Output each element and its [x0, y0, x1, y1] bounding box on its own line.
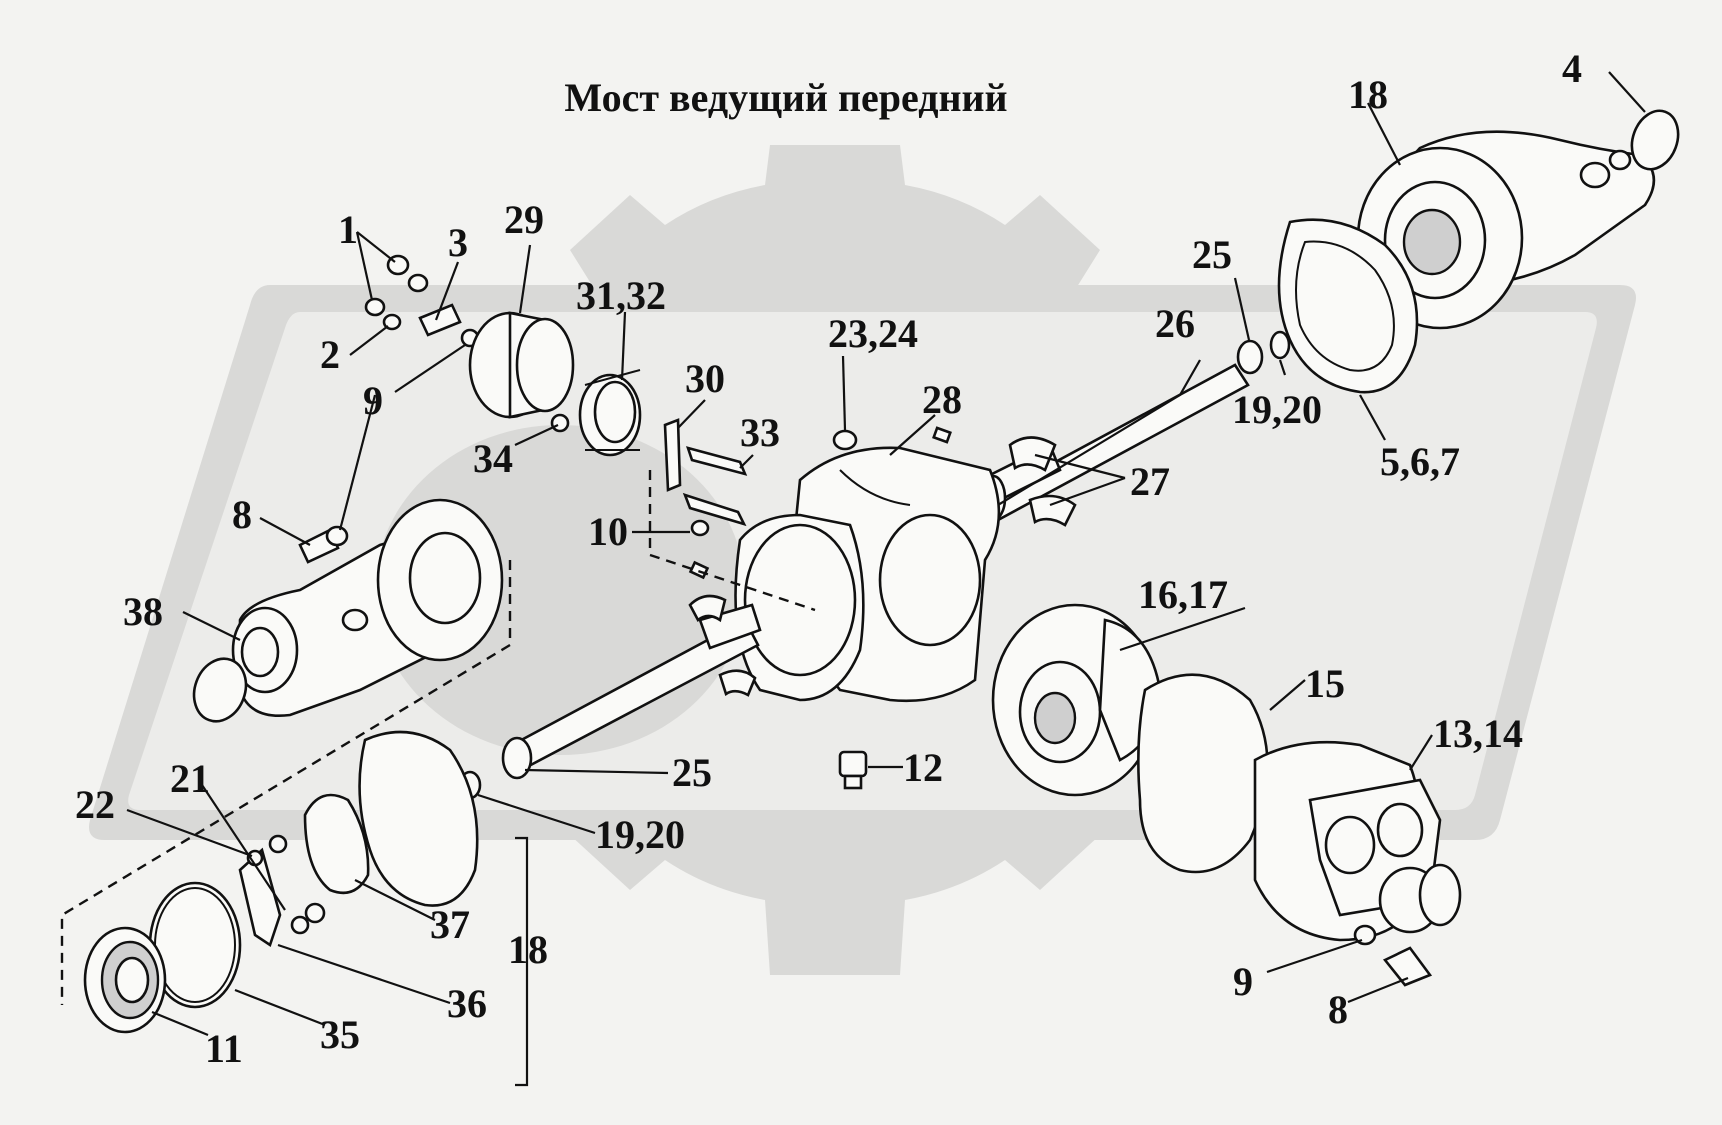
part-bolts-33 — [682, 446, 748, 580]
assembly-dashed-lines — [60, 470, 816, 1005]
part-o-ring-left — [192, 657, 248, 723]
part-plug-23-24 — [832, 426, 952, 451]
callout-37: 37 — [430, 902, 470, 947]
part-left-axle-housing — [231, 498, 504, 717]
callout-23-24: 23,24 — [828, 311, 918, 356]
callout-9-right: 9 — [1233, 959, 1253, 1004]
leader-lines — [126, 71, 1646, 1037]
part-rings-25-19-20 — [1236, 330, 1291, 375]
callout-1: 1 — [338, 207, 358, 252]
part-ring-31-32 — [578, 369, 642, 457]
callout-29: 29 — [504, 197, 544, 242]
part-bolt-21 — [268, 834, 326, 935]
callout-16-17: 16,17 — [1138, 572, 1228, 617]
callout-27: 27 — [1130, 459, 1170, 504]
callout-28: 28 — [922, 377, 962, 422]
callout-30: 30 — [685, 356, 725, 401]
part-left-bushes — [688, 594, 757, 697]
callout-25-bottom: 25 — [672, 750, 712, 795]
callout-35: 35 — [320, 1012, 360, 1057]
part-central-carrier-28 — [734, 446, 1001, 703]
callout-15: 15 — [1305, 661, 1345, 706]
callout-36: 36 — [447, 981, 487, 1026]
callout-25-top: 25 — [1192, 232, 1232, 277]
callout-31-32: 31,32 — [576, 273, 666, 318]
callout-labels: 1 2 3 4 18 29 31,32 23,24 26 25 19,20 5,… — [75, 46, 1582, 1071]
part-nuts-1-2-3 — [364, 254, 480, 348]
part-differential-16-17 — [991, 603, 1162, 797]
callout-18-top: 18 — [1348, 72, 1388, 117]
part-final-drive-cover-13-14 — [1253, 740, 1462, 942]
part-bearing-11 — [83, 926, 167, 1034]
callout-13-14: 13,14 — [1433, 711, 1523, 756]
callout-8-left: 8 — [232, 492, 252, 537]
bracket-18-lower — [515, 836, 529, 1087]
callout-21: 21 — [170, 756, 210, 801]
part-gasket-15 — [1137, 673, 1269, 874]
callout-9-left: 9 — [363, 378, 383, 423]
callout-38: 38 — [123, 589, 163, 634]
callout-5-6-7: 5,6,7 — [1380, 439, 1460, 484]
part-bolt-washer-8-9-right — [1353, 924, 1433, 987]
callout-4: 4 — [1562, 46, 1582, 91]
part-gasket-5-6-7 — [1277, 218, 1419, 394]
callout-33: 33 — [740, 410, 780, 455]
part-lock-plate-30 — [663, 418, 682, 492]
callout-18-bottom: 18 — [508, 927, 548, 972]
part-nut-34 — [550, 413, 570, 433]
callout-11: 11 — [205, 1026, 243, 1071]
callout-8-right: 8 — [1328, 987, 1348, 1032]
callout-3: 3 — [448, 220, 468, 265]
callout-34: 34 — [473, 436, 513, 481]
part-gasket-37 — [358, 730, 479, 907]
part-o-ring-4 — [1630, 109, 1680, 171]
diagram-title: Мост ведущий передний — [564, 75, 1007, 120]
part-plate-bracket — [303, 793, 370, 895]
callout-19-20-bottom: 19,20 — [595, 812, 685, 857]
part-hub-cap-29 — [468, 311, 575, 419]
part-plug-12 — [838, 750, 868, 790]
watermark-letter-x — [1115, 440, 1390, 740]
callout-22: 22 — [75, 782, 115, 827]
part-bolt-washer-8-9-left — [298, 525, 349, 564]
part-bushes-27 — [1008, 436, 1077, 527]
callout-10: 10 — [588, 509, 628, 554]
callout-2: 2 — [320, 332, 340, 377]
callout-19-20-top: 19,20 — [1232, 387, 1322, 432]
callout-12: 12 — [903, 745, 943, 790]
callout-26: 26 — [1155, 301, 1195, 346]
